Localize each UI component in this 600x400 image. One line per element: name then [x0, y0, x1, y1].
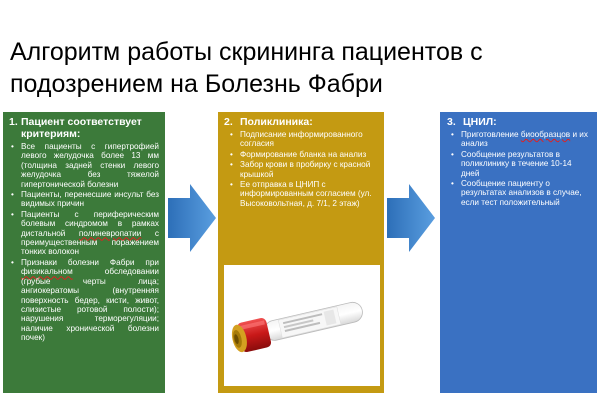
step-1-item-3: Пациенты с периферическим болевым синдро… — [9, 210, 159, 257]
step-1-title-line-2: критериям: — [21, 128, 81, 140]
blood-tube-image — [224, 265, 380, 386]
step-3-item-1: Приготовление биообразцов и их анализ — [449, 130, 591, 149]
step-1-item-2: Пациенты, перенесшие инсульт без видимых… — [9, 190, 159, 209]
arrow-right-icon — [168, 184, 216, 252]
step-3-item-1-text-a: Приготовление — [461, 130, 521, 139]
step-2-list: Подписание информированного согласия Фор… — [228, 130, 378, 208]
arrow-right-icon — [387, 184, 435, 252]
step-2-heading: 2. Поликлиника: — [224, 116, 378, 128]
step-1-list: Все пациенты с гипертрофией левого желуд… — [9, 142, 159, 343]
slide-title-line-2: подозрением на Болезнь Фабри — [10, 70, 383, 98]
step-2-item-3: Забор крови в пробирку с красной крышкой — [228, 160, 378, 179]
step-3-item-3: Сообщение пациенту о результатах анализо… — [449, 179, 591, 207]
step-3-number: 3. — [447, 116, 456, 128]
slide-title: Алгоритм работы скрининга пациентов с по… — [10, 36, 595, 100]
step-2-item-2: Формирование бланка на анализ — [228, 150, 378, 160]
step-1-item-1: Все пациенты с гипертрофией левого желуд… — [9, 142, 159, 189]
slide-title-line-1: Алгоритм работы скрининга пациентов с — [10, 38, 483, 66]
step-3-heading: 3. ЦНИЛ: — [447, 116, 591, 128]
blood-tube-icon — [231, 301, 363, 353]
step-3-list: Приготовление биообразцов и их анализ Со… — [449, 130, 591, 207]
step-1-heading: 1. Пациент соответствует критериям: — [9, 116, 159, 140]
step-1-item-3-spellcheck-word: полиневропатии — [78, 228, 142, 238]
step-1-item-4-spellcheck-word: физикальном — [21, 267, 73, 277]
step-2-item-1: Подписание информированного согласия — [228, 130, 378, 149]
step-3-box: 3. ЦНИЛ: Приготовление биообразцов и их … — [440, 112, 597, 393]
step-1-item-3-text-c: с преимущественным поражением тонких вол… — [21, 228, 159, 257]
step-1-item-4: Признаки болезни Фабри при физикальном о… — [9, 258, 159, 343]
step-3-title: ЦНИЛ: — [463, 116, 497, 128]
step-2-number: 2. — [224, 116, 233, 128]
step-3-item-1-text-c: и их анализ — [461, 130, 588, 149]
step-2-item-4: Ее отправка в ЦНИП с информированным сог… — [228, 180, 378, 208]
step-1-item-3-text-a: Пациенты с периферическим болевым синдро… — [21, 209, 159, 238]
step-1-title-line-1: Пациент соответствует — [21, 116, 142, 128]
step-2-title: Поликлиника: — [240, 116, 313, 128]
step-1-box: 1. Пациент соответствует критериям: Все … — [3, 112, 165, 393]
step-1-number: 1. — [9, 116, 18, 128]
step-1-item-4-text-a: Признаки болезни Фабри при — [21, 257, 159, 267]
step-3-item-1-spellcheck-word: биообразцов — [520, 130, 571, 139]
step-1-item-4-text-c: обследовании (грубые черты лица; ангиоке… — [21, 267, 159, 343]
step-3-item-2: Сообщение результатов в поликлинику в те… — [449, 150, 591, 178]
